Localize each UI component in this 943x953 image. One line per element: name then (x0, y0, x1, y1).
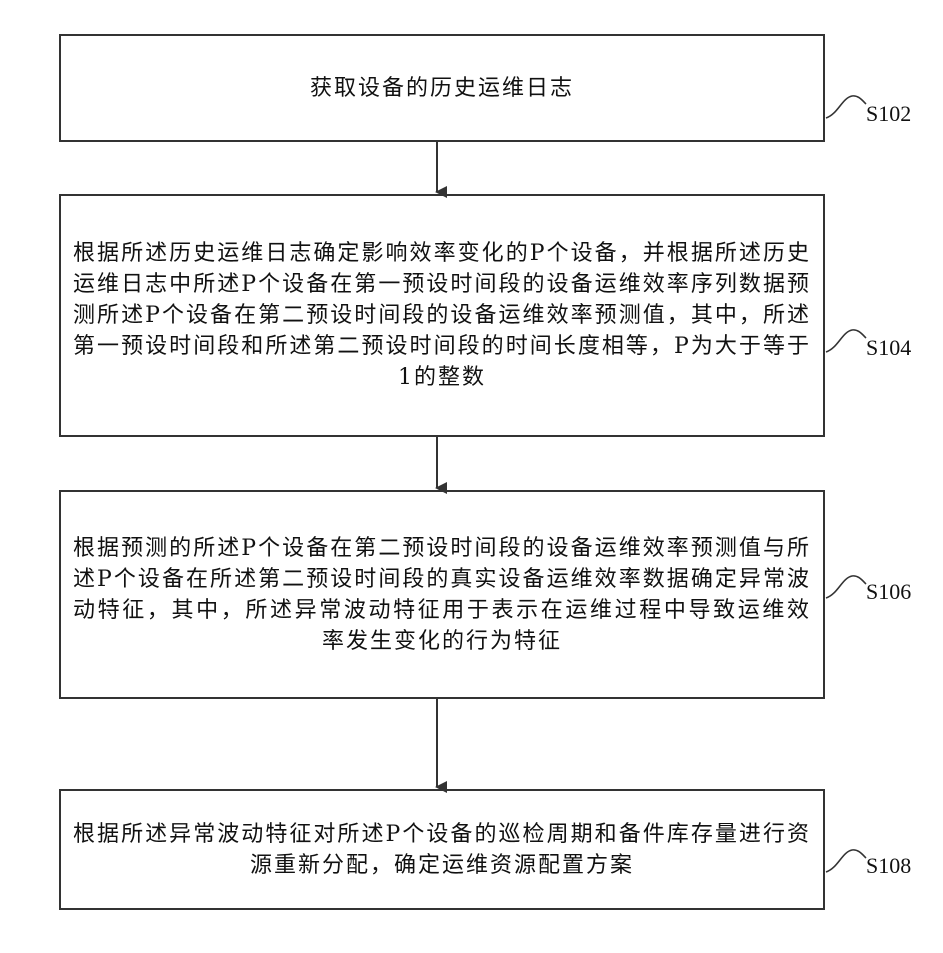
leader-s106 (826, 576, 866, 598)
step-label-s104: S104 (866, 335, 911, 361)
step-label-s108: S108 (866, 853, 911, 879)
step-label-s102: S102 (866, 101, 911, 127)
leader-s104 (826, 330, 866, 352)
leader-s102 (826, 96, 866, 118)
leader-s108 (826, 850, 866, 872)
step-label-s106: S106 (866, 579, 911, 605)
